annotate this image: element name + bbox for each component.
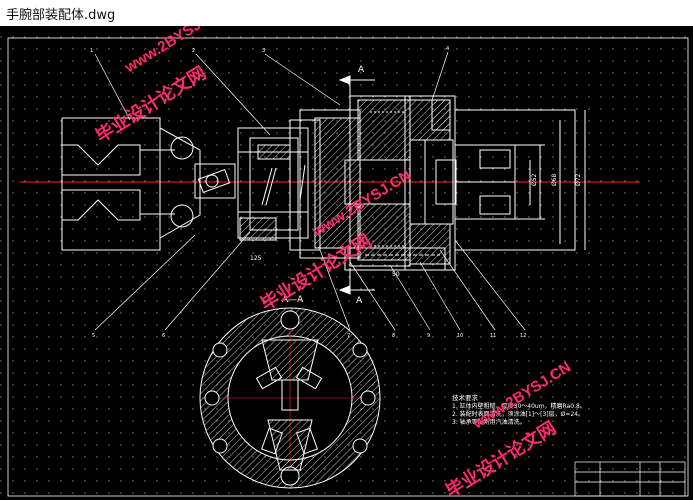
tech-line-2: 2. 装配时表面清洗，须涂油[1]～[3]层，Ø=24。 xyxy=(452,411,585,418)
right-flange xyxy=(435,109,586,251)
window-title: 手腕部装配体.dwg xyxy=(6,8,116,23)
callout-10: 10 xyxy=(457,333,463,339)
callout-5: 5 xyxy=(92,333,95,339)
callout-11: 11 xyxy=(490,333,496,339)
wrist-body xyxy=(237,95,456,271)
callout-1: 1 xyxy=(90,48,93,54)
callout-3: 3 xyxy=(262,48,265,54)
section-view xyxy=(199,307,381,489)
gripper-jaws xyxy=(61,117,236,251)
section-arrows: A A xyxy=(338,65,375,306)
dim-d3: Ø72 xyxy=(575,173,582,186)
callout-12: 12 xyxy=(520,333,526,339)
callout-2: 2 xyxy=(192,48,195,54)
dim-d1: Ø52 xyxy=(531,173,538,186)
section-mark-top: A xyxy=(358,65,365,75)
leader-lines xyxy=(94,51,526,331)
cad-drawing-canvas[interactable]: Ø52 Ø68 Ø72 50 125 A A xyxy=(0,26,693,500)
tech-line-3: 3. 轴承等配附用汽油清洗。 xyxy=(452,419,526,426)
cad-drawing: Ø52 Ø68 Ø72 50 125 A A xyxy=(0,26,693,500)
callout-4: 4 xyxy=(446,46,449,52)
tech-line-1: 1. 缸体内壁粗糙、厚度30～40um，精磨Ra0.8。 xyxy=(452,403,586,410)
drawing-frame xyxy=(7,37,689,497)
title-block xyxy=(574,461,686,497)
dim-d2: Ø68 xyxy=(551,173,558,186)
callout-8: 8 xyxy=(392,333,395,339)
callout-9: 9 xyxy=(427,333,430,339)
title-bar: 手腕部装配体.dwg xyxy=(0,0,693,26)
tech-heading: 技术要求 xyxy=(452,394,478,402)
section-title: A—A xyxy=(282,295,304,305)
callout-6: 6 xyxy=(162,333,165,339)
section-mark-bottom: A xyxy=(356,296,363,306)
technical-requirements: 技术要求 1. 缸体内壁粗糙、厚度30～40um，精磨Ra0.8。 2. 装配时… xyxy=(452,394,586,427)
dim-d5: 125 xyxy=(250,255,262,262)
